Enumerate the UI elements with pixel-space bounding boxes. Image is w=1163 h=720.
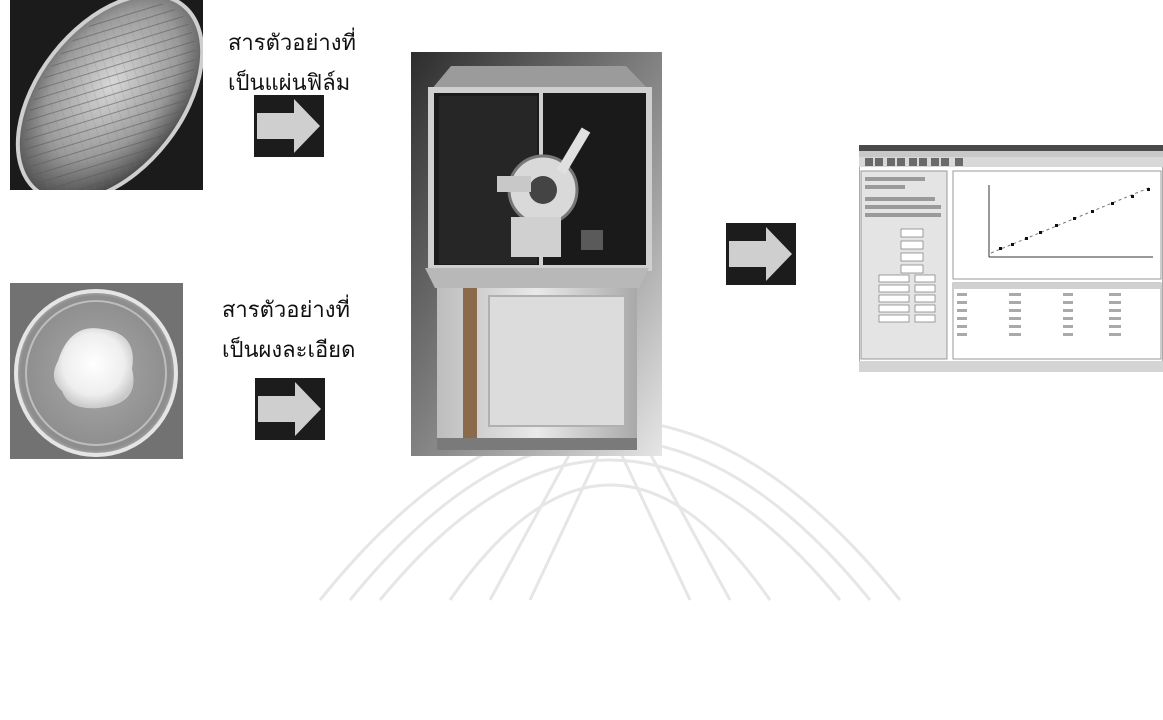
powder-label-line2: เป็นผงละเอียด [222,331,355,371]
arrow-right-icon [255,378,325,440]
xrd-instrument-image [411,52,662,456]
powder-sample-label: สารตัวอย่างที่ เป็นผงละเอียด [222,291,355,371]
analysis-software-screenshot [859,145,1163,372]
arrow-right-icon [254,95,324,157]
powder-label-line1: สารตัวอย่างที่ [222,291,355,331]
film-label-line1: สารตัวอย่างที่ [228,24,356,64]
film-sample-label: สารตัวอย่างที่ เป็นแผ่นฟิล์ม [228,24,356,104]
arrow-right-icon [726,223,796,285]
powder-sample-image [10,283,183,459]
film-sample-image [10,0,203,190]
